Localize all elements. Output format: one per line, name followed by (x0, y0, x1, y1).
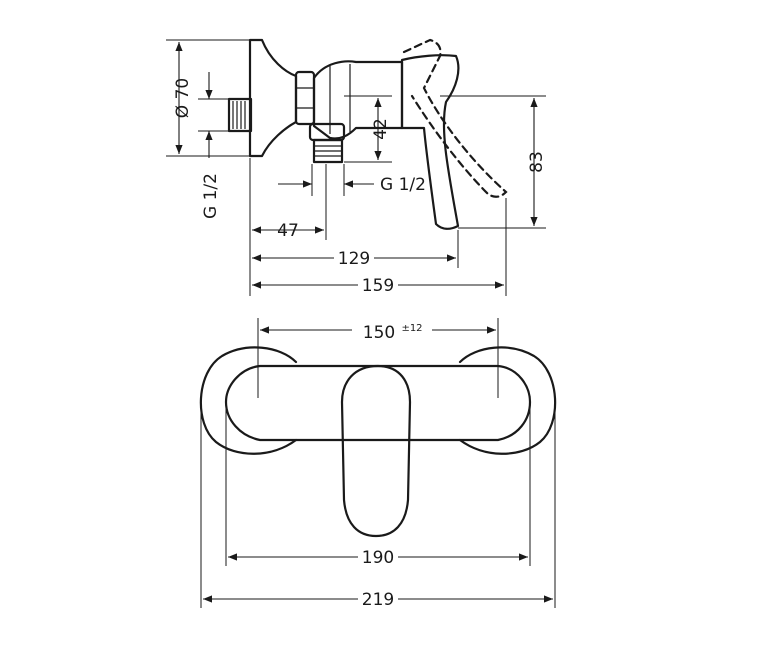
outlet-connector (308, 122, 346, 164)
inlet-stub (227, 97, 253, 133)
dim-190: 190 (362, 548, 394, 568)
dim-outlet-thread: G 1/2 (380, 175, 426, 195)
lever-top (340, 364, 412, 538)
side-view: Ø 70 G 1/2 42 G 1/2 83 47 129 (166, 38, 547, 296)
dim-47: 47 (277, 221, 299, 241)
right-escutcheon (458, 346, 557, 455)
top-view: 150 ±12 190 219 (199, 318, 557, 610)
dim-outlet-height: 42 (371, 118, 391, 140)
dim-159: 159 (362, 276, 394, 296)
dim-height: 83 (527, 151, 547, 173)
lever-raised-dashed (402, 38, 508, 198)
lever-handle (400, 54, 460, 230)
dim-129: 129 (338, 249, 370, 269)
dim-inlet-thread: G 1/2 (201, 173, 221, 219)
hex-nut (294, 70, 316, 126)
dim-inlet-diameter: Ø 70 (173, 78, 193, 118)
dim-centers: 150 (363, 323, 395, 343)
dim-tolerance: ±12 (401, 323, 422, 334)
escutcheon (248, 38, 298, 158)
mixer-body-top (224, 364, 532, 442)
left-escutcheon (199, 346, 298, 455)
dim-219: 219 (362, 590, 394, 610)
